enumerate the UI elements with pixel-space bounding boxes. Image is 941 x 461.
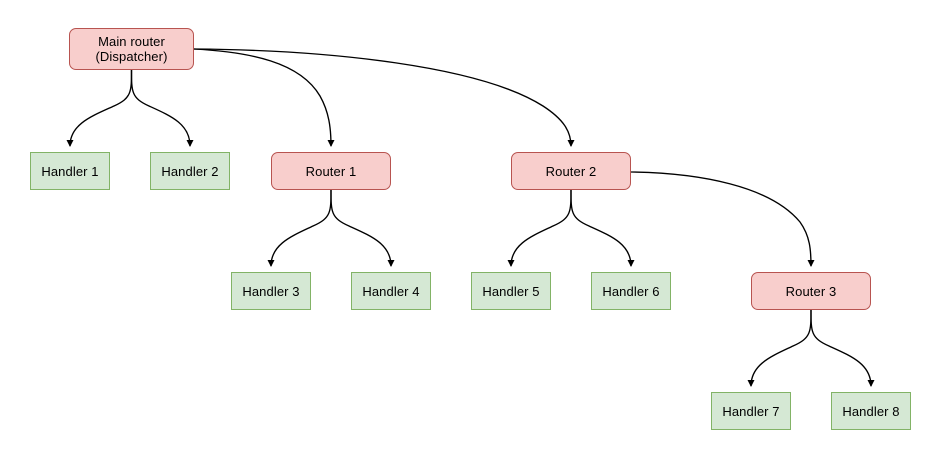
edge-router-2-to-handler-6	[570, 189, 635, 267]
node-main-router[interactable]: Main router (Dispatcher)	[69, 28, 194, 70]
node-handler-4[interactable]: Handler 4	[351, 272, 431, 310]
node-handler-7-label: Handler 7	[722, 403, 780, 419]
node-main-router-label: Main router (Dispatcher)	[95, 34, 168, 64]
edge-router-3-to-handler-7	[747, 309, 812, 387]
node-handler-1[interactable]: Handler 1	[30, 152, 110, 190]
edge-router-3-to-handler-8	[810, 309, 875, 387]
node-handler-5[interactable]: Handler 5	[471, 272, 551, 310]
node-handler-2-label: Handler 2	[161, 163, 219, 179]
node-handler-3-label: Handler 3	[242, 283, 300, 299]
node-router-1-label: Router 1	[305, 163, 357, 179]
node-handler-3[interactable]: Handler 3	[231, 272, 311, 310]
node-handler-8-label: Handler 8	[842, 403, 900, 419]
edge-main-to-handler-2	[130, 69, 194, 147]
node-handler-6[interactable]: Handler 6	[591, 272, 671, 310]
edge-router-1-to-handler-4	[330, 189, 395, 267]
node-router-2[interactable]: Router 2	[511, 152, 631, 190]
node-handler-4-label: Handler 4	[362, 283, 420, 299]
node-handler-6-label: Handler 6	[602, 283, 660, 299]
node-handler-8[interactable]: Handler 8	[831, 392, 911, 430]
node-handler-1-label: Handler 1	[41, 163, 99, 179]
node-handler-5-label: Handler 5	[482, 283, 540, 299]
node-router-3-label: Router 3	[785, 283, 837, 299]
node-router-2-label: Router 2	[545, 163, 597, 179]
node-handler-2[interactable]: Handler 2	[150, 152, 230, 190]
edge-main-to-router-1	[193, 48, 335, 147]
node-handler-7[interactable]: Handler 7	[711, 392, 791, 430]
node-router-3[interactable]: Router 3	[751, 272, 871, 310]
edge-main-to-router-2	[193, 48, 575, 147]
edge-router-1-to-handler-3	[267, 189, 332, 267]
edge-router-2-to-router-3	[630, 171, 815, 267]
node-router-1[interactable]: Router 1	[271, 152, 391, 190]
edge-router-2-to-handler-5	[507, 189, 572, 267]
edge-main-to-handler-1	[66, 69, 133, 147]
